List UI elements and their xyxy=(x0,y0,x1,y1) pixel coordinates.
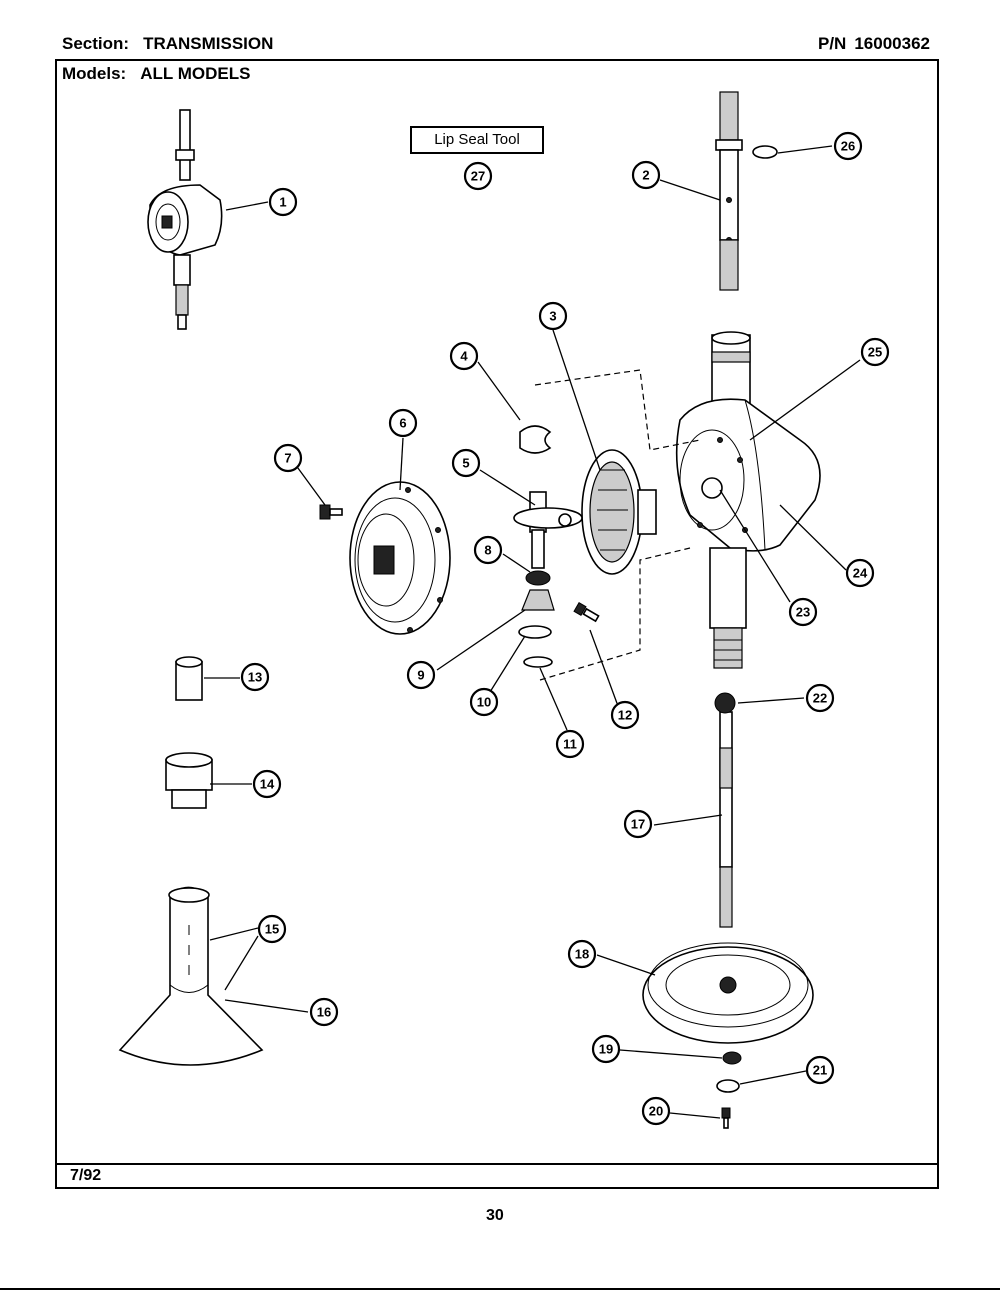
callout-21-label: 21 xyxy=(813,1063,827,1078)
part-26-washer xyxy=(752,145,778,159)
callout-14: 14 xyxy=(252,769,282,799)
footer-date: 7/92 xyxy=(70,1167,102,1184)
part-24-gear-housing xyxy=(675,331,821,669)
part-3-drive-gear xyxy=(581,449,657,575)
callout-3: 3 xyxy=(538,301,568,331)
part-20-screw xyxy=(721,1107,731,1129)
part-1-transmission-assembly xyxy=(147,109,223,330)
part-5-crank-assembly xyxy=(513,491,583,569)
callout-22-label: 22 xyxy=(813,691,827,706)
callout-10-label: 10 xyxy=(477,695,491,710)
part-13-sleeve xyxy=(175,656,203,701)
callout-20: 20 xyxy=(641,1096,671,1126)
callout-9: 9 xyxy=(406,660,436,690)
models-header: Models: ALL MODELS xyxy=(62,64,250,84)
callout-24: 24 xyxy=(845,558,875,588)
part-11-washer xyxy=(523,656,553,668)
models-label: Models: xyxy=(62,64,127,83)
callout-18: 18 xyxy=(567,939,597,969)
callout-20-label: 20 xyxy=(649,1104,663,1119)
section-label: Section: xyxy=(62,34,130,53)
callout-7: 7 xyxy=(273,443,303,473)
callout-26: 26 xyxy=(833,131,863,161)
callout-21: 21 xyxy=(805,1055,835,1085)
callout-15-label: 15 xyxy=(265,922,279,937)
callout-3-label: 3 xyxy=(549,309,556,324)
callout-7-label: 7 xyxy=(284,451,291,466)
callout-25-label: 25 xyxy=(868,345,882,360)
callout-11-label: 11 xyxy=(563,737,577,752)
part-4-clip xyxy=(519,425,552,454)
callout-15: 15 xyxy=(257,914,287,944)
callout-9-label: 9 xyxy=(417,668,424,683)
part-22-seal xyxy=(714,692,736,714)
callout-18-label: 18 xyxy=(575,947,589,962)
callout-27: 27 xyxy=(463,161,493,191)
callout-23: 23 xyxy=(788,597,818,627)
callout-2: 2 xyxy=(631,160,661,190)
section-header: Section: TRANSMISSION xyxy=(62,34,273,54)
part-7-screw xyxy=(319,504,343,520)
page-bottom-rule xyxy=(0,1288,1000,1290)
part-9-pinion-gear xyxy=(521,589,555,611)
part-19-nut xyxy=(722,1051,742,1065)
callout-5-label: 5 xyxy=(462,456,469,471)
callout-10: 10 xyxy=(469,687,499,717)
callout-12-label: 12 xyxy=(618,708,632,723)
callout-6-label: 6 xyxy=(399,416,406,431)
callout-17: 17 xyxy=(623,809,653,839)
part-12-pin xyxy=(573,601,600,623)
callout-26-label: 26 xyxy=(841,139,855,154)
callout-12: 12 xyxy=(610,700,640,730)
assembly-line-lower xyxy=(539,547,691,681)
callout-16: 16 xyxy=(309,997,339,1027)
leader-lines xyxy=(204,145,861,1119)
callout-17-label: 17 xyxy=(631,817,645,832)
part-17-drive-shaft xyxy=(719,711,733,928)
callout-25: 25 xyxy=(860,337,890,367)
part-15-base-tube xyxy=(118,886,264,1066)
callout-19-label: 19 xyxy=(599,1042,613,1057)
callout-23-label: 23 xyxy=(796,605,810,620)
diagram-frame xyxy=(55,59,939,1189)
callout-8-label: 8 xyxy=(484,543,491,558)
callout-13-label: 13 xyxy=(248,670,262,685)
callout-19: 19 xyxy=(591,1034,621,1064)
callout-2-label: 2 xyxy=(642,168,649,183)
callout-4-label: 4 xyxy=(460,349,468,364)
callout-4: 4 xyxy=(449,341,479,371)
part-6-housing-cover xyxy=(349,481,451,635)
callout-14-label: 14 xyxy=(260,777,275,792)
callout-24-label: 24 xyxy=(853,566,868,581)
page-number: 30 xyxy=(486,1207,504,1224)
lip-seal-tool-label: Lip Seal Tool xyxy=(410,126,544,154)
callout-1: 1 xyxy=(268,187,298,217)
section-value: TRANSMISSION xyxy=(143,34,274,53)
part-8-bushing xyxy=(525,570,551,586)
part-number: P/N 16000362 xyxy=(818,34,930,54)
callout-11: 11 xyxy=(555,729,585,759)
pn-value: 16000362 xyxy=(854,34,930,53)
callout-8: 8 xyxy=(473,535,503,565)
part-14-bearing xyxy=(165,752,213,809)
callout-22: 22 xyxy=(805,683,835,713)
callout-13: 13 xyxy=(240,662,270,692)
footer-rule xyxy=(55,1163,939,1165)
callout-5: 5 xyxy=(451,448,481,478)
assembly-line-upper xyxy=(534,369,701,451)
part-10-washer xyxy=(518,625,552,639)
callout-27-label: 27 xyxy=(471,169,485,184)
part-2-agitator-shaft xyxy=(715,91,743,291)
callout-16-label: 16 xyxy=(317,1005,331,1020)
pn-label: P/N xyxy=(818,34,847,53)
part-21-washer xyxy=(716,1079,740,1093)
callout-6: 6 xyxy=(388,408,418,438)
part-18-pulley xyxy=(642,942,814,1044)
models-value: ALL MODELS xyxy=(140,64,251,83)
callout-1-label: 1 xyxy=(279,195,286,210)
